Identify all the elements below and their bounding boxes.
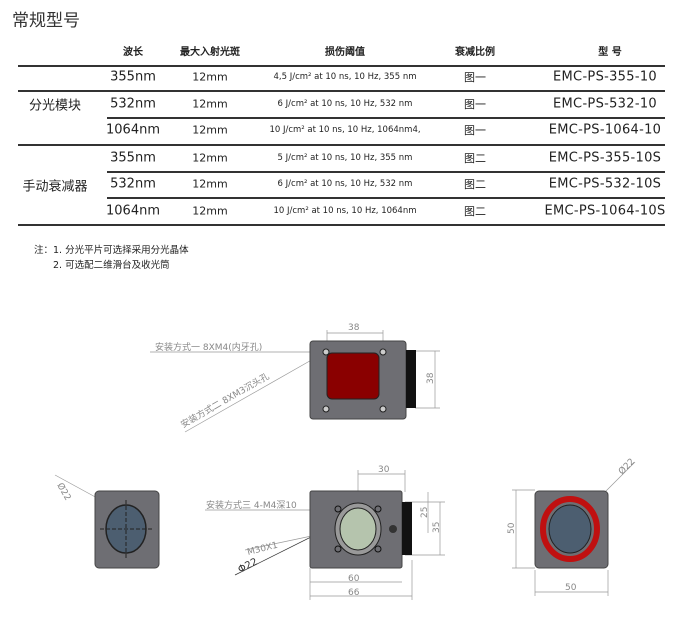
dim-label: 60 [348, 574, 360, 584]
cell-damage-threshold: 10 J/cm² at 10 ns, 10 Hz, 1064nm4, [269, 125, 421, 135]
cell-damage-threshold: 10 J/cm² at 10 ns, 10 Hz, 1064nm [273, 206, 417, 216]
cell-max-spot: 12mm [192, 123, 228, 137]
cell-damage-threshold: 5 J/cm² at 10 ns, 10 Hz, 355 nm [277, 153, 413, 163]
cell-damage-threshold: 4,5 J/cm² at 10 ns, 10 Hz, 355 nm [273, 72, 417, 82]
cell-model: EMC-PS-1064-10 [548, 122, 662, 138]
group-label: 手动衰减器 [22, 179, 88, 195]
top-view [309, 340, 416, 420]
header-wavelength: 波长 [123, 47, 143, 58]
mount-label-2: 安装方式二 8XM3沉头孔 [179, 370, 272, 431]
cell-max-spot: 12mm [192, 204, 228, 218]
cell-attenuation: 图二 [464, 205, 486, 218]
left-view [94, 490, 160, 569]
header-model: 型 号 [598, 47, 622, 58]
divider [107, 117, 665, 119]
mount-label-1: 安装方式一 8XM4(内牙孔) [155, 341, 262, 353]
dim-label: 35 [432, 522, 442, 533]
cell-wavelength: 1064nm [106, 122, 160, 138]
dim-label: 38 [348, 323, 360, 333]
dim-label: 66 [348, 588, 360, 598]
cell-max-spot: 12mm [192, 70, 228, 84]
dim-label: Φ22 [236, 557, 259, 576]
cell-wavelength: 355nm [110, 69, 156, 85]
cell-attenuation: 图一 [464, 98, 486, 111]
divider [18, 224, 665, 226]
header-damage-threshold: 损伤阈值 [325, 47, 365, 58]
dim-label: Ø22 [54, 481, 73, 503]
header-max-spot: 最大入射光斑 [180, 47, 240, 58]
cell-wavelength: 532nm [110, 176, 156, 192]
divider [107, 197, 665, 199]
cell-max-spot: 12mm [192, 177, 228, 191]
dim-label: Ø22 [616, 456, 637, 477]
divider [18, 90, 665, 92]
cell-model: EMC-PS-355-10 [553, 69, 657, 85]
cell-wavelength: 355nm [110, 150, 156, 166]
cell-attenuation: 图二 [464, 178, 486, 191]
dim-label: 50 [507, 522, 517, 534]
cell-model: EMC-PS-532-10 [553, 96, 657, 112]
mount-label-3: 安装方式三 4-M4深10 [206, 499, 297, 511]
header-attenuation: 衰减比例 [455, 47, 495, 58]
cell-model: EMC-PS-355-10S [548, 150, 662, 166]
cell-attenuation: 图一 [464, 124, 486, 137]
cell-wavelength: 532nm [110, 96, 156, 112]
note-line: 2. 可选配二维滑台及收光筒 [53, 260, 170, 271]
section-title: 常规型号 [12, 11, 80, 31]
group-label: 分光模块 [28, 98, 82, 114]
dim-label: 50 [565, 583, 577, 593]
cell-attenuation: 图二 [464, 152, 486, 165]
cell-model: EMC-PS-532-10S [548, 176, 662, 192]
cell-wavelength: 1064nm [106, 203, 160, 219]
divider [18, 144, 665, 146]
cell-damage-threshold: 6 J/cm² at 10 ns, 10 Hz, 532 nm [277, 99, 413, 109]
dim-label: 38 [426, 372, 436, 384]
cell-attenuation: 图一 [464, 71, 486, 84]
right-view [534, 490, 609, 569]
cell-damage-threshold: 6 J/cm² at 10 ns, 10 Hz, 532 nm [277, 179, 413, 189]
divider [107, 171, 665, 173]
cell-model: EMC-PS-1064-10S [544, 203, 666, 219]
divider [18, 65, 665, 67]
cell-max-spot: 12mm [192, 151, 228, 165]
cell-max-spot: 12mm [192, 97, 228, 111]
dim-label: 25 [420, 507, 430, 518]
note-line: 注：1. 分光平片可选择采用分光晶体 [34, 245, 189, 256]
dimension-lines [54, 330, 636, 600]
dim-label: 30 [378, 465, 390, 475]
front-view [309, 490, 412, 569]
